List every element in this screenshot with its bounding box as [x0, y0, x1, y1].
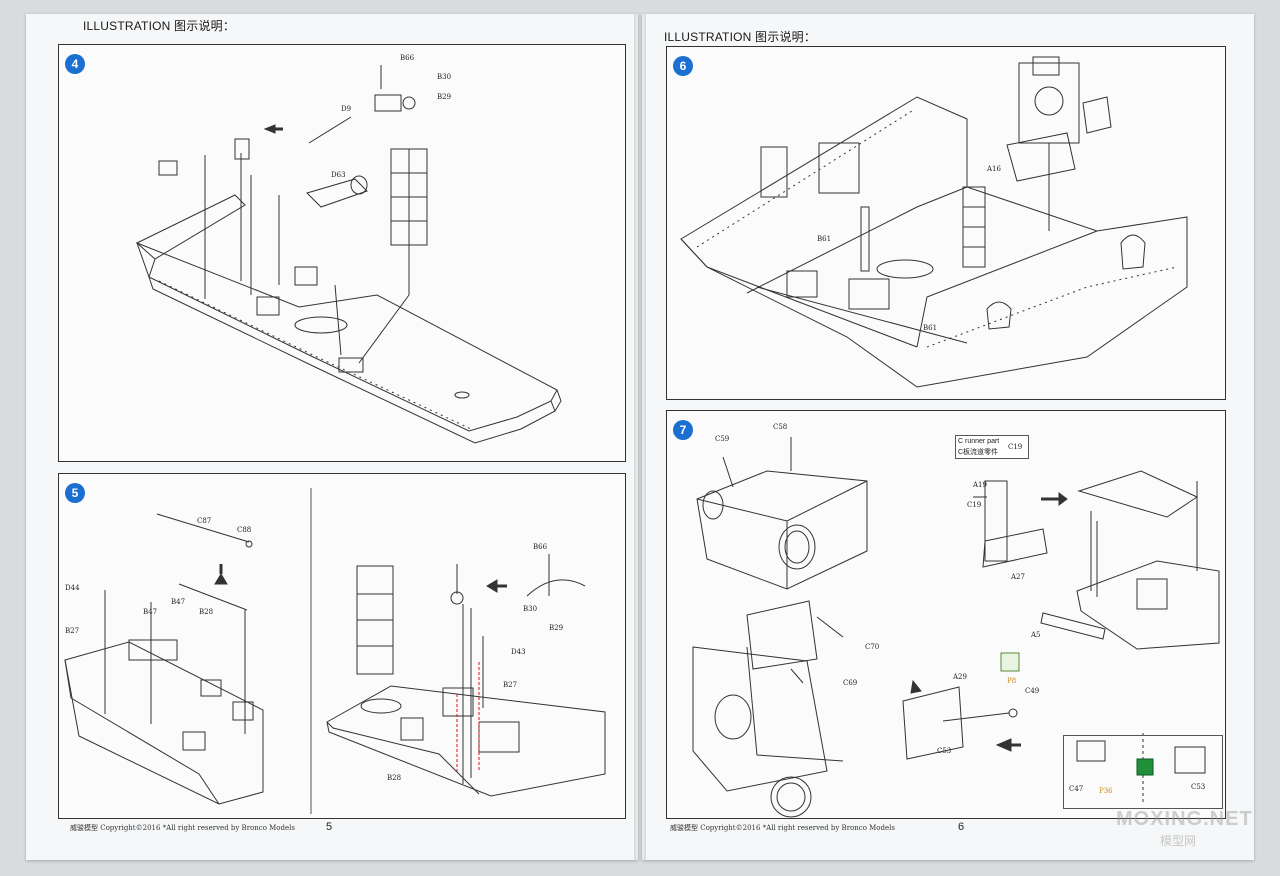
step-7-badge: 7: [673, 420, 693, 440]
label-b30-5: B30: [523, 605, 538, 613]
left-page-number: 5: [326, 821, 333, 833]
label-b28-left: B28: [199, 608, 214, 616]
right-footer: 威骏模型 Copyright©2016 *All right reserved …: [670, 824, 895, 832]
label-c87: C87: [197, 517, 212, 525]
step-6-drawing: [680, 56, 1188, 388]
label-b29-5: B29: [549, 624, 564, 632]
label-c58: C58: [773, 423, 788, 431]
step-6-panel: 6 A16 B61 B61: [666, 46, 1226, 400]
label-d43: D43: [511, 648, 526, 656]
label-b66-5: B66: [533, 543, 548, 551]
label-a5: A5: [1031, 631, 1041, 639]
label-b47-2: B47: [171, 598, 186, 606]
label-b47-1: B47: [143, 608, 158, 616]
label-c53: C53: [937, 747, 952, 755]
label-b61-1: B61: [817, 235, 832, 243]
label-c19: C19: [967, 501, 982, 509]
label-b30: B30: [437, 73, 452, 81]
label-c47: C47: [1069, 785, 1084, 793]
label-a19: A19: [973, 481, 987, 489]
step-5-drawing: [64, 488, 606, 814]
label-c69: C69: [843, 679, 858, 687]
right-page-number: 6: [958, 821, 965, 833]
label-b27-right: B27: [503, 681, 518, 689]
label-c70: C70: [865, 643, 880, 651]
label-a29: A29: [953, 673, 967, 681]
runner-note-box: C runner part C板流道零件 C19: [955, 435, 1029, 459]
label-d9: D9: [341, 105, 352, 113]
step-5-badge: 5: [65, 483, 85, 503]
label-b66: B66: [400, 54, 415, 62]
step-4-badge: 4: [65, 54, 85, 74]
step-7-drawing: [692, 437, 1220, 818]
step-7-panel: 7 C run: [666, 410, 1226, 819]
step-6-badge: 6: [673, 56, 693, 76]
runner-note-line1: C runner part: [958, 438, 1000, 445]
label-c59: C59: [715, 435, 730, 443]
watermark: MOXING.NET: [1116, 808, 1253, 830]
label-b61-2: B61: [923, 324, 938, 332]
book-gutter: [634, 14, 646, 860]
label-d44: D44: [65, 584, 80, 592]
watermark-sub: 模型网: [1160, 834, 1197, 848]
runner-note-line2: C板流道零件: [958, 449, 999, 456]
label-c49: C49: [1025, 687, 1040, 695]
label-c88: C88: [237, 526, 252, 534]
label-c53-inset: C53: [1191, 783, 1206, 791]
step-4-drawing: [136, 65, 562, 444]
label-b27-left: B27: [65, 627, 80, 635]
label-b28-right: B28: [387, 774, 402, 782]
label-p8: P8: [1007, 677, 1017, 685]
runner-note-part: C19: [1008, 443, 1023, 451]
left-footer: 威骏模型 Copyright©2016 *All right reserved …: [70, 824, 295, 832]
p36-inset-box: [1063, 735, 1223, 809]
label-a16: A16: [987, 165, 1001, 173]
left-header: ILLUSTRATION 图示说明：: [83, 19, 236, 33]
label-b29: B29: [437, 93, 452, 101]
label-p36: P36: [1099, 787, 1113, 795]
label-d63: D63: [331, 171, 346, 179]
step-5-panel: 5 C87 C88 D44 B27 B47 B47 B28 B66 B30 B: [58, 473, 626, 819]
label-a27: A27: [1011, 573, 1025, 581]
right-header: ILLUSTRATION 图示说明：: [664, 30, 817, 44]
step-4-panel: 4 B66 B30 B29 D9: [58, 44, 626, 462]
